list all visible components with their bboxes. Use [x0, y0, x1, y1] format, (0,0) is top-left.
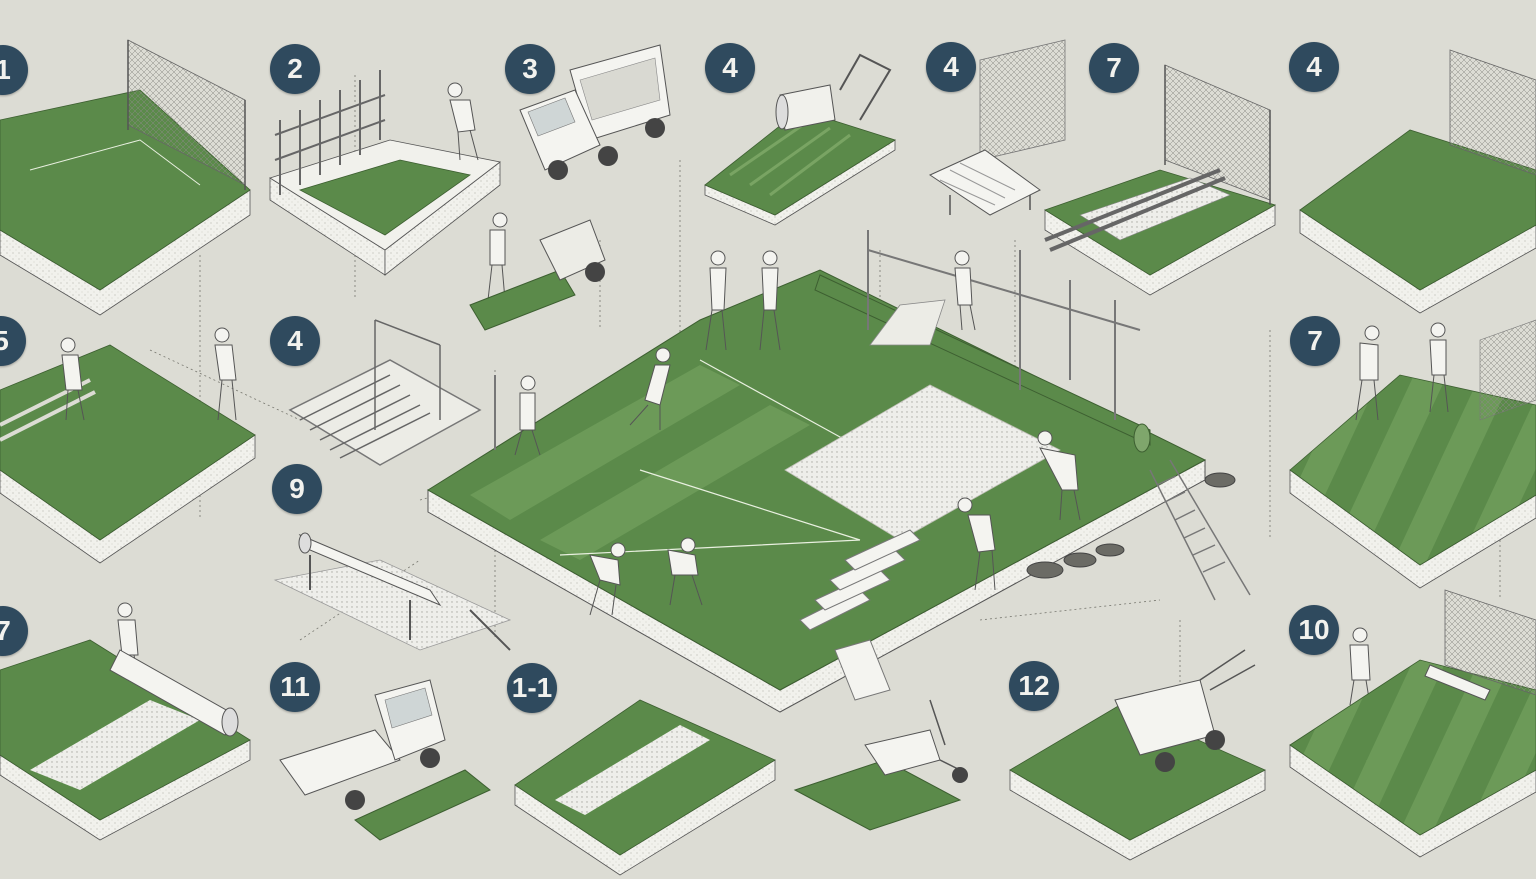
step-tile-5 — [0, 344, 256, 564]
steps-icon — [799, 529, 921, 701]
step-badge: 4 — [926, 42, 976, 92]
worker-figure-icon — [60, 337, 85, 421]
step-tile-7c — [0, 639, 251, 841]
fence-net-icon — [127, 39, 246, 190]
step-tile-9 — [273, 532, 512, 651]
step-tile-1 — [0, 39, 251, 316]
step-tile-wheelbarrow — [793, 699, 968, 831]
step-tile-12 — [1009, 649, 1266, 861]
worker-figure-icon — [589, 542, 626, 616]
step-badge: 7 — [1089, 43, 1139, 93]
worker-figure-icon — [759, 250, 781, 351]
step-tile-4d — [288, 319, 482, 466]
worker-figure-icon — [667, 537, 703, 606]
fence-icon — [274, 70, 386, 195]
step-tile-3 — [519, 44, 671, 180]
worker-figure-icon — [514, 375, 541, 456]
worker-figure-icon — [214, 327, 237, 421]
step-badge: 10 — [1289, 605, 1339, 655]
step-badge: 4 — [1289, 42, 1339, 92]
worker-figure-icon — [629, 347, 671, 430]
step-badge: 4 — [705, 43, 755, 93]
wheelbarrow-icon — [1114, 649, 1256, 772]
compactor-machine-icon — [469, 219, 606, 331]
worker-figure-icon — [1037, 430, 1081, 521]
step-tile-2 — [269, 70, 501, 276]
step-badge: 11 — [270, 662, 320, 712]
step-badge: 2 — [270, 44, 320, 94]
worker-figure-icon — [1349, 627, 1371, 706]
step-badge: 9 — [272, 464, 322, 514]
wheelbarrow-icon — [864, 699, 968, 783]
step-badge: 1-1 — [507, 663, 557, 713]
step-badge: 12 — [1009, 661, 1059, 711]
worker-figure-icon — [954, 250, 976, 331]
step-tile-4c — [1299, 49, 1536, 314]
step-tile-4b — [928, 39, 1066, 216]
step-badge: 3 — [505, 44, 555, 94]
worker-figure-icon — [957, 497, 996, 591]
worker-figures — [514, 250, 1081, 616]
step-tile-10 — [1289, 589, 1536, 858]
worker-figure-icon — [487, 212, 508, 301]
worker-figure-icon — [705, 250, 727, 351]
worker-figure-icon — [1429, 322, 1449, 413]
worker-figure-icon — [447, 82, 479, 161]
step-tile-7a — [1044, 64, 1277, 296]
worker-figure-icon — [1355, 325, 1380, 421]
step-badge: 7 — [1290, 316, 1340, 366]
step-tile-4a — [704, 53, 896, 226]
main-field — [427, 230, 1251, 713]
ladder-icon — [1149, 459, 1251, 601]
step-tile-1-1 — [514, 699, 776, 876]
turf-roll-icon — [775, 84, 836, 131]
step-tile-11 — [279, 679, 491, 841]
dump-truck-icon — [519, 44, 671, 180]
step-badge: 4 — [270, 316, 320, 366]
dump-truck-icon — [279, 679, 446, 810]
fence-posts — [494, 230, 1141, 450]
step-tile-7b — [1289, 319, 1536, 589]
bucket-icon — [1026, 472, 1236, 579]
